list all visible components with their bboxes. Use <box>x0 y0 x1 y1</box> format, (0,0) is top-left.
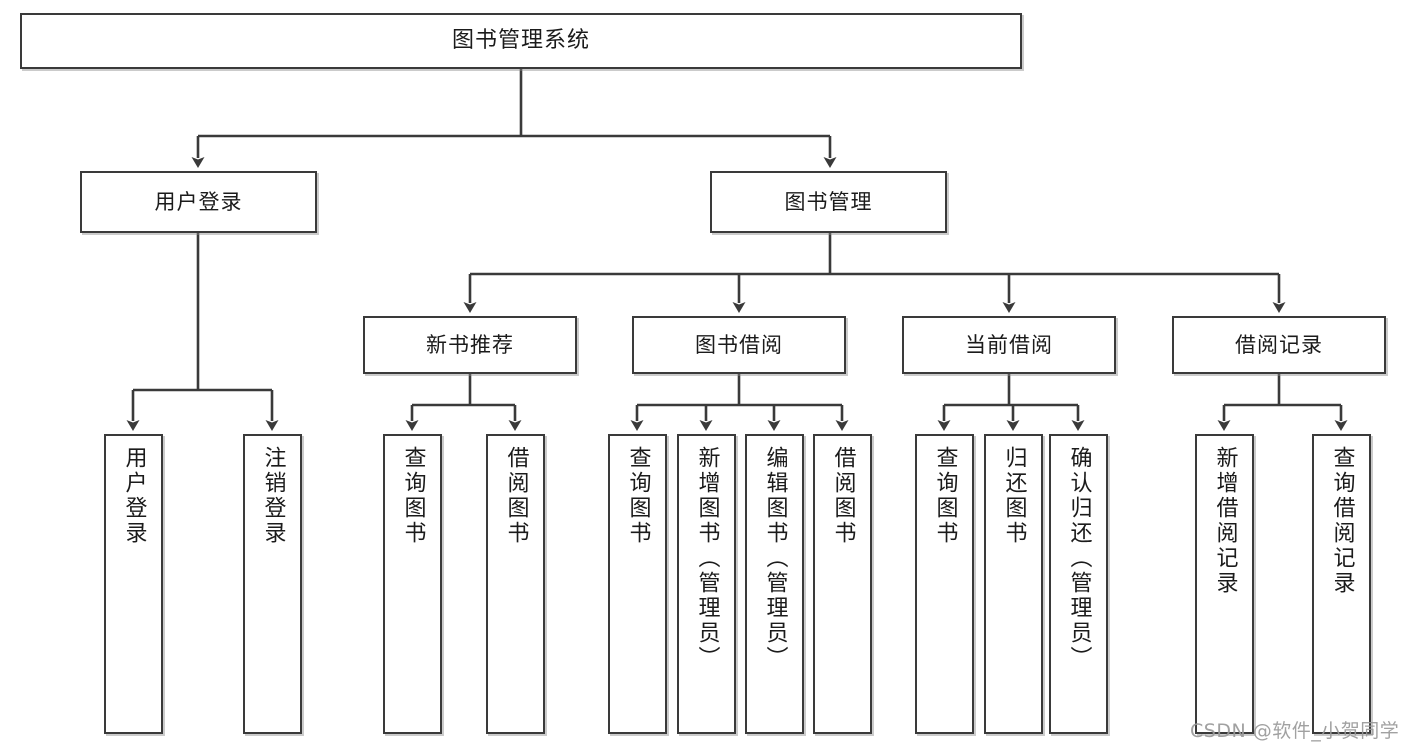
leaf-query-book-2-label: 查询图书 <box>625 446 651 546</box>
node-current-borrow-label: 当前借阅 <box>965 332 1053 357</box>
leaf-user-logout-label: 注销登录 <box>260 446 286 546</box>
csdn-watermark: CSDN @软件_小贺同学 <box>1190 720 1400 742</box>
node-borrow-record[interactable]: 借阅记录 <box>1172 316 1386 374</box>
leaf-query-book-1-label: 查询图书 <box>400 446 426 546</box>
node-root-label: 图书管理系统 <box>451 28 590 54</box>
leaf-return-book-label: 归还图书 <box>1001 446 1027 546</box>
leaf-edit-book[interactable]: 编辑图书（管理员） <box>745 434 804 734</box>
leaf-borrow-book-1[interactable]: 借阅图书 <box>486 434 545 734</box>
node-root[interactable]: 图书管理系统 <box>20 13 1022 69</box>
node-user-login-label: 用户登录 <box>154 189 243 214</box>
leaf-add-record[interactable]: 新增借阅记录 <box>1195 434 1254 734</box>
leaf-confirm-return-label: 确认归还（管理员） <box>1066 446 1092 671</box>
leaf-query-record-label: 查询借阅记录 <box>1329 446 1355 596</box>
node-user-login[interactable]: 用户登录 <box>80 171 317 233</box>
leaf-query-book-1[interactable]: 查询图书 <box>383 434 442 734</box>
leaf-user-login-label: 用户登录 <box>121 446 147 546</box>
leaf-query-book-3[interactable]: 查询图书 <box>915 434 974 734</box>
leaf-borrow-book-2[interactable]: 借阅图书 <box>813 434 872 734</box>
node-new-book-recommend[interactable]: 新书推荐 <box>363 316 577 374</box>
node-book-borrow-label: 图书借阅 <box>695 332 783 357</box>
leaf-edit-book-label: 编辑图书（管理员） <box>762 446 788 671</box>
leaf-user-logout[interactable]: 注销登录 <box>243 434 302 734</box>
leaf-user-login[interactable]: 用户登录 <box>104 434 163 734</box>
node-book-manage[interactable]: 图书管理 <box>710 171 947 233</box>
leaf-add-book[interactable]: 新增图书（管理员） <box>677 434 736 734</box>
leaf-add-record-label: 新增借阅记录 <box>1212 446 1238 596</box>
leaf-borrow-book-1-label: 借阅图书 <box>503 446 529 546</box>
leaf-query-book-2[interactable]: 查询图书 <box>608 434 667 734</box>
node-book-borrow[interactable]: 图书借阅 <box>632 316 846 374</box>
leaf-query-book-3-label: 查询图书 <box>932 446 958 546</box>
node-new-book-recommend-label: 新书推荐 <box>426 332 514 357</box>
leaf-confirm-return[interactable]: 确认归还（管理员） <box>1049 434 1108 734</box>
node-book-manage-label: 图书管理 <box>784 189 873 214</box>
leaf-return-book[interactable]: 归还图书 <box>984 434 1043 734</box>
leaf-query-record[interactable]: 查询借阅记录 <box>1312 434 1371 734</box>
node-borrow-record-label: 借阅记录 <box>1235 332 1323 357</box>
leaf-add-book-label: 新增图书（管理员） <box>694 446 720 671</box>
leaf-borrow-book-2-label: 借阅图书 <box>830 446 856 546</box>
node-current-borrow[interactable]: 当前借阅 <box>902 316 1116 374</box>
